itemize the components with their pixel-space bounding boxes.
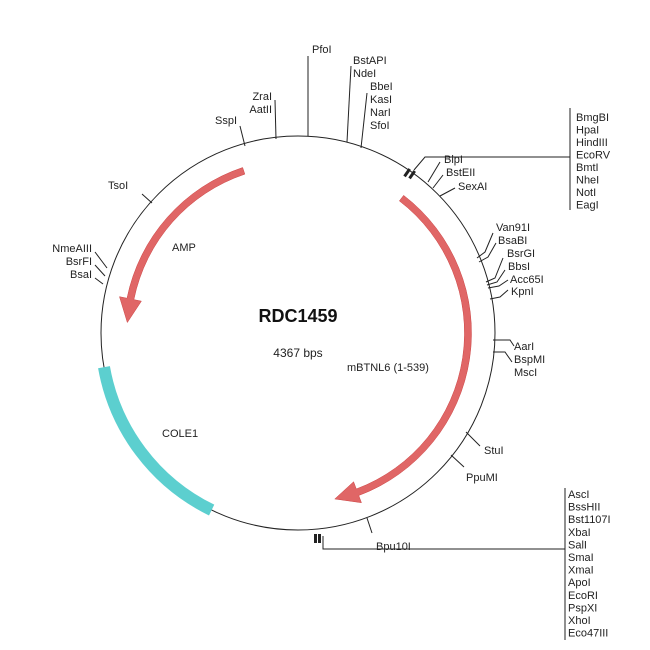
feature-mbtnl6-arrow[interactable] bbox=[334, 195, 472, 504]
svg-text:BstAPI: BstAPI bbox=[353, 55, 387, 67]
site-label[interactable]: HpaI bbox=[576, 125, 599, 137]
mcs-cluster-bottom[interactable]: AscIBssHIIBst1107IXbaISalISmaIXmaIApoIEc… bbox=[314, 488, 611, 640]
svg-text:AatII: AatII bbox=[249, 104, 272, 116]
svg-text:MscI: MscI bbox=[514, 367, 537, 379]
svg-text:BlpI: BlpI bbox=[444, 154, 463, 166]
site-label[interactable]: Eco47III bbox=[568, 628, 608, 640]
site-label[interactable]: BmgBI bbox=[576, 112, 609, 124]
site-bsteii[interactable]: BstEII bbox=[432, 167, 475, 189]
site-label[interactable]: NheI bbox=[576, 175, 599, 187]
site-label[interactable]: AscI bbox=[568, 489, 589, 501]
site-label[interactable]: EcoRI bbox=[568, 590, 598, 602]
svg-text:Acc65I: Acc65I bbox=[510, 274, 544, 286]
svg-text:NmeAIII: NmeAIII bbox=[52, 243, 92, 255]
site-label[interactable]: Bst1107I bbox=[568, 514, 611, 526]
plasmid-backbone bbox=[100, 135, 496, 531]
svg-text:BspMI: BspMI bbox=[514, 354, 545, 366]
site-label[interactable]: ApoI bbox=[568, 577, 591, 589]
svg-text:NarI: NarI bbox=[370, 107, 391, 119]
svg-text:TsoI: TsoI bbox=[108, 180, 128, 192]
site-stui[interactable]: StuI bbox=[465, 431, 504, 457]
svg-text:BbsI: BbsI bbox=[508, 261, 530, 273]
feature-amp-arrow[interactable] bbox=[119, 167, 246, 324]
site-kpni[interactable]: KpnI bbox=[489, 286, 534, 300]
svg-text:BsaI: BsaI bbox=[70, 269, 92, 281]
site-sspi[interactable]: SspI bbox=[215, 115, 246, 147]
svg-text:SspI: SspI bbox=[215, 115, 237, 127]
svg-text:StuI: StuI bbox=[484, 445, 504, 457]
feature-cole1-arc[interactable] bbox=[98, 366, 215, 516]
site-label[interactable]: SalI bbox=[568, 539, 587, 551]
site-blpi[interactable]: BlpI bbox=[427, 154, 463, 183]
site-ppumi[interactable]: PpuMI bbox=[450, 454, 498, 484]
site-label[interactable]: NotI bbox=[576, 187, 596, 199]
site-bsrgi-bbsi-acc65i[interactable]: BsrGI BbsI Acc65I bbox=[485, 248, 544, 289]
svg-text:AarI: AarI bbox=[514, 341, 534, 353]
svg-text:BsaBI: BsaBI bbox=[498, 235, 527, 247]
site-tsoi[interactable]: TsoI bbox=[108, 180, 153, 204]
svg-text:PpuMI: PpuMI bbox=[466, 472, 498, 484]
site-label[interactable]: BmtI bbox=[576, 162, 599, 174]
svg-text:BsrFI: BsrFI bbox=[66, 256, 92, 268]
svg-text:BsrGI: BsrGI bbox=[507, 248, 535, 260]
site-label[interactable]: SmaI bbox=[568, 552, 594, 564]
site-label[interactable]: EcoRV bbox=[576, 150, 611, 162]
svg-text:NdeI: NdeI bbox=[353, 68, 376, 80]
svg-text:Van91I: Van91I bbox=[496, 222, 530, 234]
svg-text:KpnI: KpnI bbox=[511, 286, 534, 298]
feature-label-mbtnl6: mBTNL6 (1-539) bbox=[347, 362, 429, 374]
site-sexai[interactable]: SexAI bbox=[439, 181, 487, 197]
svg-text:BbeI: BbeI bbox=[370, 81, 393, 93]
svg-text:BstEII: BstEII bbox=[446, 167, 475, 179]
svg-text:ZraI: ZraI bbox=[252, 91, 272, 103]
site-label[interactable]: XmaI bbox=[568, 565, 594, 577]
site-label[interactable]: XhoI bbox=[568, 615, 591, 627]
feature-label-cole1: COLE1 bbox=[162, 428, 198, 440]
site-label[interactable]: XbaI bbox=[568, 527, 591, 539]
site-label[interactable]: EagI bbox=[576, 200, 599, 212]
svg-text:Bpu10I: Bpu10I bbox=[376, 541, 411, 553]
site-van91i-bsabi[interactable]: Van91I BsaBI bbox=[476, 222, 530, 263]
site-label[interactable]: PspXI bbox=[568, 602, 597, 614]
site-bstapi-ndei[interactable]: BstAPI NdeI bbox=[346, 55, 387, 143]
site-nmeaiii-bsrfi-bsai[interactable]: NmeAIII BsrFI BsaI bbox=[52, 243, 108, 285]
svg-text:KasI: KasI bbox=[370, 94, 392, 106]
plasmid-name: RDC1459 bbox=[258, 306, 337, 326]
site-pfoi[interactable]: PfoI bbox=[307, 44, 332, 136]
feature-label-amp: AMP bbox=[172, 242, 196, 254]
site-bbei-kasi-nari-sfoi[interactable]: BbeI KasI NarI SfoI bbox=[360, 81, 393, 149]
site-aari-bspmi-msci[interactable]: AarI BspMI MscI bbox=[493, 339, 545, 379]
svg-text:SexAI: SexAI bbox=[458, 181, 487, 193]
site-zrai-aatii[interactable]: ZraI AatII bbox=[249, 91, 277, 140]
site-label[interactable]: BssHII bbox=[568, 502, 600, 514]
svg-text:PfoI: PfoI bbox=[312, 44, 332, 56]
plasmid-size: 4367 bps bbox=[273, 346, 322, 360]
site-label[interactable]: HindIII bbox=[576, 137, 608, 149]
site-bpu10i[interactable]: Bpu10I bbox=[366, 517, 411, 553]
svg-text:SfoI: SfoI bbox=[370, 120, 390, 132]
